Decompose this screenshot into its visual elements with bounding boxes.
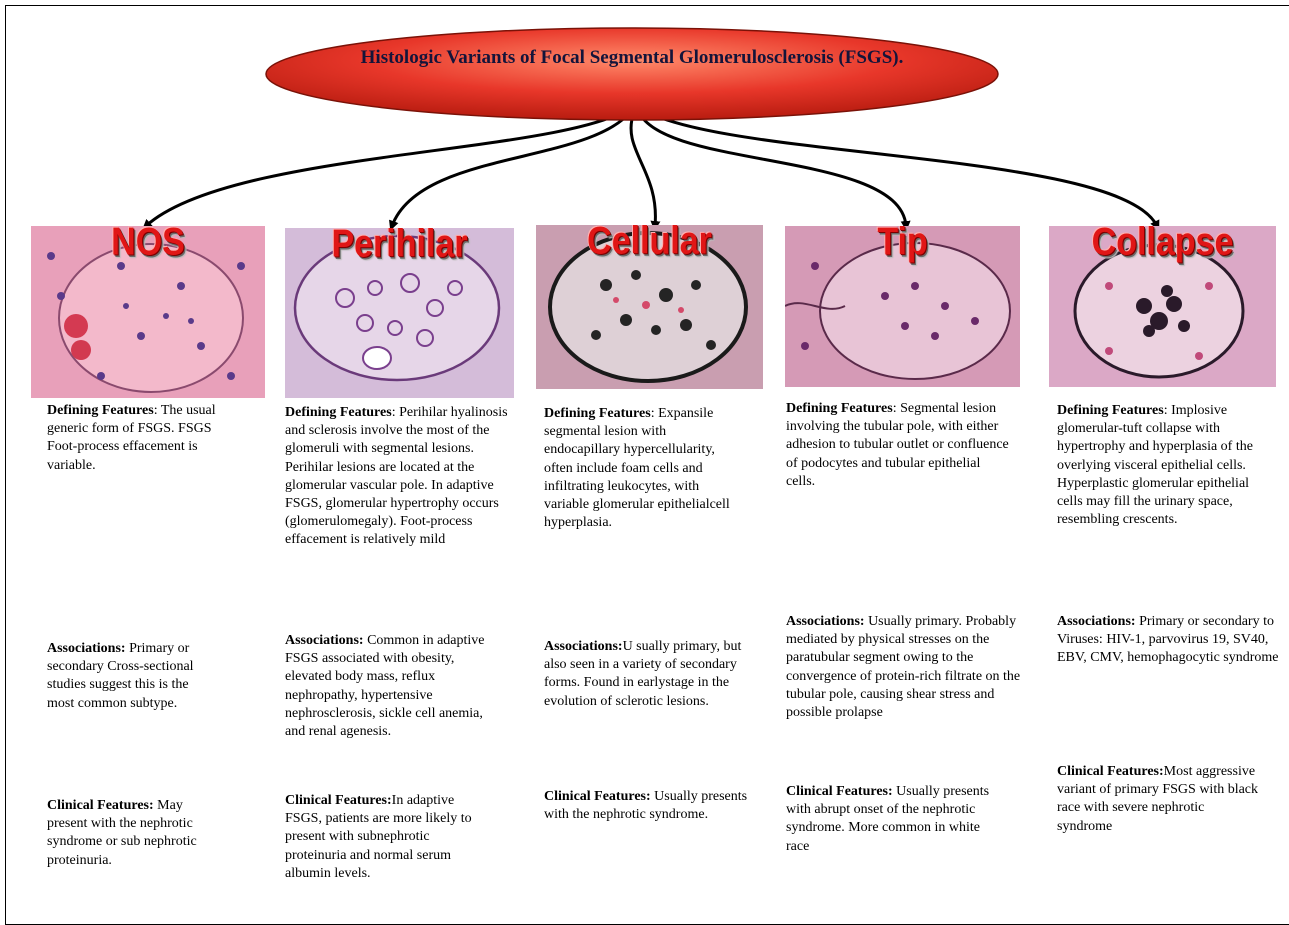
clinical-heading: Clinical Features:: [544, 789, 651, 804]
cellular-micrograph: Cellular: [536, 225, 763, 389]
arrow-to-perihilar: [392, 110, 632, 226]
defining-heading: Defining Features: [285, 405, 392, 420]
perihilar-label: Perihilar: [285, 228, 514, 267]
arrow-to-cellular: [631, 112, 655, 226]
associations-heading: Associations:: [544, 639, 623, 654]
tip-micrograph: Tip: [785, 226, 1020, 387]
clinical-heading: Clinical Features:: [285, 793, 392, 808]
associations-heading: Associations:: [1057, 614, 1136, 629]
collapse-micrograph: Collapse: [1049, 226, 1276, 387]
collapse-label: Collapse: [1049, 226, 1276, 265]
cellular-defining-features: Defining Features: Expansile segmental l…: [544, 405, 734, 532]
nos-defining-features: Defining Features: The usual generic for…: [47, 402, 225, 475]
arrow-to-nos: [146, 108, 630, 226]
collapse-defining-features: Defining Features: Implosive glomerular-…: [1057, 402, 1257, 529]
associations-heading: Associations:: [47, 641, 126, 656]
nos-associations: Associations: Primary or secondary Cross…: [47, 640, 219, 713]
nos-clinical-features: Clinical Features: May present with the …: [47, 797, 207, 870]
clinical-heading: Clinical Features:: [47, 798, 154, 813]
clinical-heading: Clinical Features:: [786, 784, 893, 799]
collapse-clinical-features: Clinical Features:Most aggressive varian…: [1057, 763, 1262, 836]
nos-micrograph: NOS: [31, 226, 265, 398]
defining-text: : Implosive glomerular-tuft collapse wit…: [1057, 403, 1253, 527]
associations-heading: Associations:: [285, 633, 364, 648]
title-ellipse-shape: [263, 25, 1001, 123]
tip-label: Tip: [785, 226, 1020, 265]
cellular-label: Cellular: [536, 225, 763, 264]
defining-heading: Defining Features: [1057, 403, 1164, 418]
cellular-associations: Associations:U sually primary, but also …: [544, 638, 744, 711]
arrow-to-tip: [638, 110, 906, 226]
collapse-associations: Associations: Primary or secondary to Vi…: [1057, 613, 1282, 668]
title-ellipse: Histologic Variants of Focal Segmental G…: [263, 25, 1001, 123]
defining-heading: Defining Features: [544, 406, 651, 421]
defining-heading: Defining Features: [786, 401, 893, 416]
associations-heading: Associations:: [786, 614, 865, 629]
perihilar-associations: Associations: Common in adaptive FSGS as…: [285, 632, 490, 741]
diagram-title: Histologic Variants of Focal Segmental G…: [303, 45, 961, 70]
perihilar-clinical-features: Clinical Features:In adaptive FSGS, pati…: [285, 792, 485, 883]
tip-defining-features: Defining Features: Segmental lesion invo…: [786, 400, 1011, 491]
associations-text: Usually primary. Probably mediated by ph…: [786, 614, 1020, 720]
defining-text: : Expansile segmental lesion with endoca…: [544, 406, 730, 530]
tip-associations: Associations: Usually primary. Probably …: [786, 613, 1021, 722]
nos-label: NOS: [31, 226, 265, 265]
clinical-heading: Clinical Features:: [1057, 764, 1164, 779]
defining-heading: Defining Features: [47, 403, 154, 418]
tip-clinical-features: Clinical Features: Usually presents with…: [786, 783, 1001, 856]
cellular-clinical-features: Clinical Features: Usually presents with…: [544, 788, 749, 824]
perihilar-defining-features: Defining Features: Perihilar hyalinosis …: [285, 404, 515, 550]
associations-text: Common in adaptive FSGS associated with …: [285, 633, 485, 739]
perihilar-micrograph: Perihilar: [285, 228, 514, 398]
defining-text: : Perihilar hyalinosis and sclerosis inv…: [285, 405, 508, 547]
